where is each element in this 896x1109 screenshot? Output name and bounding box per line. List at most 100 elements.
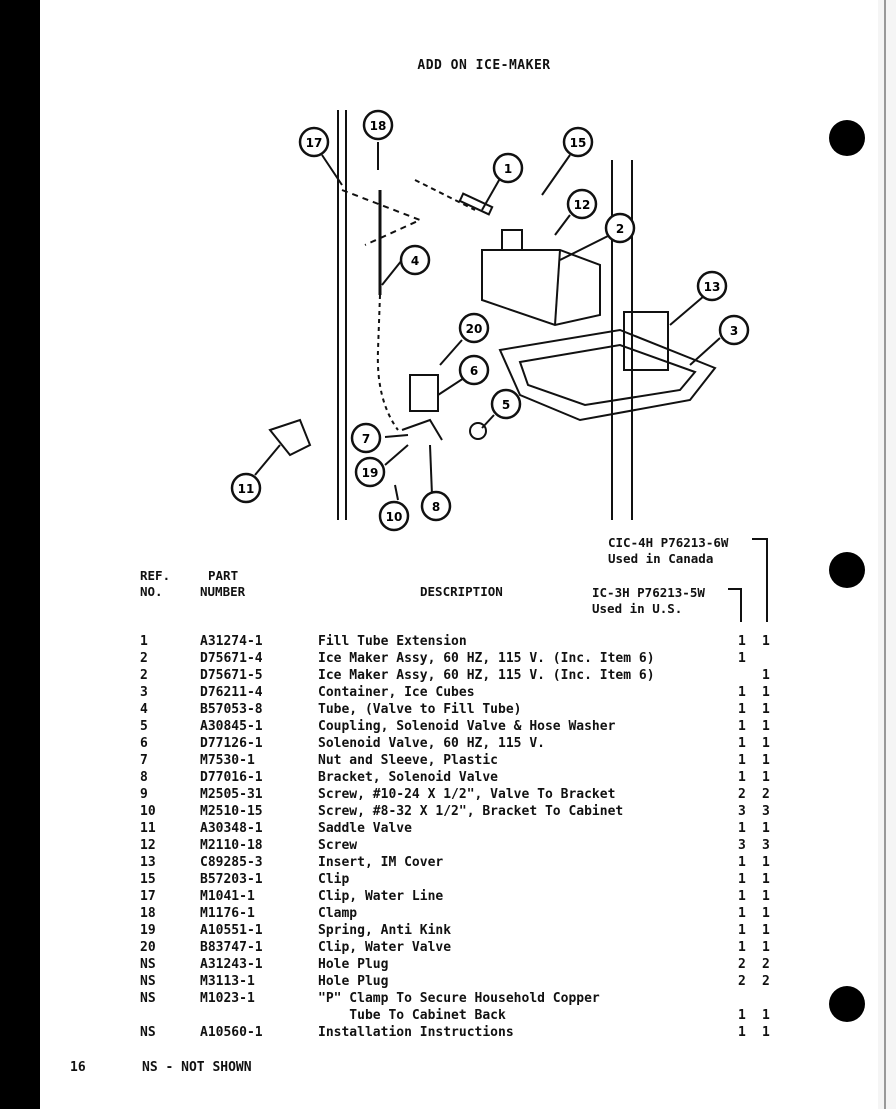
qty-col2-cell: 1 (762, 923, 770, 938)
ref-cell: 11 (140, 821, 156, 836)
model-col2-line2: Used in Canada (608, 551, 714, 566)
svg-text:5: 5 (502, 398, 510, 412)
description-cell: Screw, #10-24 X 1/2", Valve To Bracket (318, 787, 616, 802)
description-cell: Saddle Valve (318, 821, 412, 836)
description-cell: Screw (318, 838, 358, 853)
ref-cell: 13 (140, 855, 156, 870)
qty-col2-cell: 1 (762, 634, 770, 649)
part-number-cell: D76211-4 (200, 685, 263, 700)
description-cell: Ice Maker Assy, 60 HZ, 115 V. (Inc. Item… (318, 668, 655, 683)
svg-text:4: 4 (411, 254, 419, 268)
binder-hole (829, 120, 865, 156)
svg-text:12: 12 (574, 198, 591, 212)
description-cell: Clip, Water Valve (318, 940, 452, 955)
callout-1: 1 (492, 152, 524, 184)
binder-hole (829, 986, 865, 1022)
table-row: 6 D77126-1 Solenoid Valve, 60 HZ, 115 V. 1 1 (0, 736, 896, 753)
qty-col2-cell: 1 (762, 855, 770, 870)
qty-col1-cell: 1 (738, 923, 746, 938)
ref-cell: 8 (140, 770, 148, 785)
callout-13: 13 (696, 270, 728, 302)
svg-text:2: 2 (616, 222, 624, 236)
qty-col1-cell: 1 (738, 651, 746, 666)
part-number-cell: A10551-1 (200, 923, 263, 938)
ref-cell: 17 (140, 889, 156, 904)
svg-text:3: 3 (730, 324, 738, 338)
qty-col2-cell: 2 (762, 974, 770, 989)
binder-hole (829, 552, 865, 588)
model-col1-line2: Used in U.S. (592, 601, 683, 616)
ref-cell: 1 (140, 634, 148, 649)
qty-col2-cell: 1 (762, 668, 770, 683)
qty-col2-cell: 1 (762, 736, 770, 751)
qty-col1-cell: 1 (738, 736, 746, 751)
qty-col1-cell: 2 (738, 974, 746, 989)
page-title: ADD ON ICE-MAKER (417, 58, 551, 73)
part-number-cell: A31243-1 (200, 957, 263, 972)
callout-15: 15 (562, 126, 594, 158)
model-col2-line1: CIC-4H P76213-6W (608, 535, 729, 550)
svg-text:15: 15 (570, 136, 587, 150)
qty-col2-cell: 1 (762, 821, 770, 836)
qty-col2-cell: 1 (762, 1008, 770, 1023)
callout-10: 10 (378, 500, 410, 532)
part-number-cell: B57053-8 (200, 702, 263, 717)
description-cell: Tube, (Valve to Fill Tube) (318, 702, 522, 717)
description-cell: Solenoid Valve, 60 HZ, 115 V. (318, 736, 545, 751)
description-cell: Installation Instructions (318, 1025, 514, 1040)
svg-text:11: 11 (238, 482, 255, 496)
part-number-cell: A30845-1 (200, 719, 263, 734)
ref-header-line2: NO. (140, 584, 163, 599)
part-number-cell: A30348-1 (200, 821, 263, 836)
ref-cell: NS (140, 1025, 156, 1040)
part-number-cell: B83747-1 (200, 940, 263, 955)
callout-18: 18 (362, 109, 394, 141)
part-number-cell: D77016-1 (200, 770, 263, 785)
callout-20: 20 (458, 312, 490, 344)
qty-col1-cell: 1 (738, 1025, 746, 1040)
description-cell: "P" Clamp To Secure Household Copper (318, 991, 600, 1006)
callout-4: 4 (399, 244, 431, 276)
ref-cell: NS (140, 991, 156, 1006)
qty-col2-cell: 1 (762, 940, 770, 955)
page-number: 16 (70, 1060, 86, 1075)
ref-cell: 20 (140, 940, 156, 955)
svg-text:20: 20 (466, 322, 483, 336)
part-header-line2: NUMBER (200, 584, 246, 599)
callout-8: 8 (420, 490, 452, 522)
description-cell: Spring, Anti Kink (318, 923, 452, 938)
model-col1-line1: IC-3H P76213-5W (592, 585, 705, 600)
part-number-cell: M7530-1 (200, 753, 255, 768)
ref-cell: 9 (140, 787, 148, 802)
description-cell: Hole Plug (318, 974, 389, 989)
ref-cell: 6 (140, 736, 148, 751)
part-number-cell: D77126-1 (200, 736, 263, 751)
qty-col2-cell: 1 (762, 889, 770, 904)
svg-text:17: 17 (306, 136, 323, 150)
qty-col2-cell: 2 (762, 957, 770, 972)
qty-col1-cell: 1 (738, 1008, 746, 1023)
qty-col2-cell: 1 (762, 770, 770, 785)
qty-col1-cell: 1 (738, 634, 746, 649)
ref-cell: 2 (140, 668, 148, 683)
ref-cell: 18 (140, 906, 156, 921)
callout-6: 6 (458, 354, 490, 386)
part-number-cell: M2110-18 (200, 838, 263, 853)
ref-cell: 3 (140, 685, 148, 700)
ref-cell: 10 (140, 804, 156, 819)
col2-bracket (752, 538, 768, 622)
description-header: DESCRIPTION (420, 584, 503, 599)
ref-cell: 15 (140, 872, 156, 887)
ref-cell: 12 (140, 838, 156, 853)
qty-col2-cell: 3 (762, 838, 770, 853)
